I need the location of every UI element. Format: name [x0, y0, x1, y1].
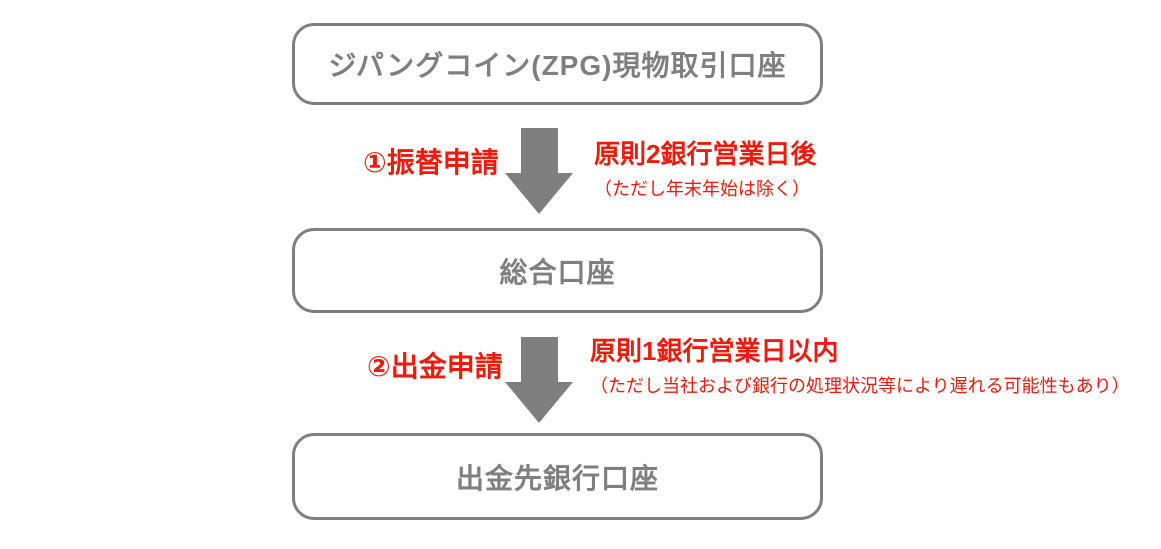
- node-withdrawal-bank-account-label: 出金先銀行口座: [455, 462, 659, 494]
- arrow-head: [505, 382, 573, 423]
- step-2-label: ②出金申請: [367, 351, 503, 382]
- node-general-account-label: 総合口座: [499, 256, 616, 288]
- node-zpg-label: ジパングコイン(ZPG)現物取引口座: [328, 50, 787, 81]
- node-zpg-spot-trading-account: ジパングコイン(ZPG)現物取引口座: [292, 23, 823, 105]
- step-1-label: ①振替申請: [363, 147, 499, 178]
- step-1-note: （ただし年末年始は除く）: [594, 179, 810, 199]
- step-2-annotation: 原則1銀行営業日以内 （ただし当社および銀行の処理状況等により遅れる可能性もあり…: [590, 335, 1130, 398]
- arrow-head: [505, 173, 573, 214]
- arrow-shaft: [520, 337, 558, 382]
- arrow-shaft: [520, 128, 558, 173]
- down-arrow-icon: [505, 337, 573, 423]
- step-1-duration: 原則2銀行営業日後: [594, 139, 817, 169]
- step-2-note: （ただし当社および銀行の処理状況等により遅れる可能性もあり）: [590, 376, 1130, 396]
- step-2-duration: 原則1銀行営業日以内: [590, 336, 839, 366]
- step-1-annotation: 原則2銀行営業日後 （ただし年末年始は除く）: [594, 138, 816, 201]
- node-withdrawal-bank-account: 出金先銀行口座: [292, 433, 823, 520]
- node-general-account: 総合口座: [292, 228, 823, 313]
- down-arrow-icon: [505, 128, 573, 214]
